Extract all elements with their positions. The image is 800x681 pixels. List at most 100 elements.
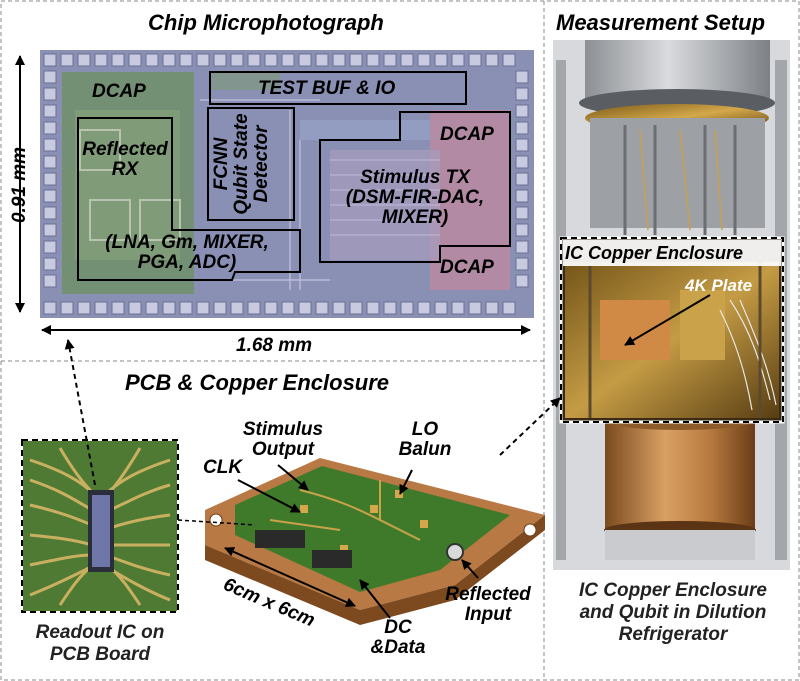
bond-pad bbox=[383, 53, 397, 67]
bond-pad bbox=[60, 53, 74, 67]
chip-block-reflected-rx: Reflected RX bbox=[82, 140, 168, 180]
bond-pad bbox=[162, 301, 176, 315]
bond-pad bbox=[515, 121, 529, 135]
chip-height-dimension: 0.91 mm bbox=[9, 146, 30, 224]
chip-block-test-buf: TEST BUF & IO bbox=[258, 78, 396, 99]
pcb-inset-link bbox=[177, 519, 256, 526]
measurement-caption: IC Copper Enclosure and Qubit in Dilutio… bbox=[553, 580, 793, 646]
stimulus-output-line-2: Output bbox=[251, 439, 315, 460]
bond-pad bbox=[515, 274, 529, 288]
bond-pad bbox=[43, 121, 57, 135]
bond-pad bbox=[366, 53, 380, 67]
bond-pad bbox=[434, 301, 448, 315]
bond-pad bbox=[213, 53, 227, 67]
bond-pad bbox=[515, 87, 529, 101]
fcnn-line-3: Detector bbox=[251, 125, 272, 203]
bond-pad bbox=[247, 301, 261, 315]
chip-die bbox=[40, 50, 534, 318]
bond-pad bbox=[77, 53, 91, 67]
bond-pad bbox=[400, 301, 414, 315]
chip-block-fcnn: FCNN Qubit State Detector bbox=[211, 104, 292, 224]
chip-block-rx-chain: (LNA, Gm, MIXER, PGA, ADC) bbox=[82, 233, 292, 273]
bond-pad bbox=[315, 53, 329, 67]
bond-pad bbox=[128, 53, 142, 67]
bond-pad bbox=[162, 53, 176, 67]
chip-width-dimension: 1.68 mm bbox=[236, 335, 313, 356]
bond-pad bbox=[515, 104, 529, 118]
dc-data-label: DC &Data bbox=[368, 618, 428, 658]
pcb-title: PCB & Copper Enclosure bbox=[125, 370, 390, 395]
bond-pad bbox=[247, 53, 261, 67]
bond-pad bbox=[315, 301, 329, 315]
bond-pad bbox=[94, 53, 108, 67]
chip-block-dcap-top-left: DCAP bbox=[92, 81, 146, 102]
bond-pad bbox=[230, 53, 244, 67]
bond-pad bbox=[43, 274, 57, 288]
bond-pad bbox=[349, 53, 363, 67]
bond-pad bbox=[515, 223, 529, 237]
bond-pad bbox=[515, 138, 529, 152]
bond-pad bbox=[77, 301, 91, 315]
bond-pad bbox=[43, 189, 57, 203]
stimulus-output-label: Stimulus Output bbox=[238, 420, 328, 460]
bond-pad bbox=[349, 301, 363, 315]
bond-pad bbox=[400, 53, 414, 67]
chip-title: Chip Microphotograph bbox=[148, 10, 384, 35]
bond-pad bbox=[417, 53, 431, 67]
measurement-caption-line-2: and Qubit in Dilution bbox=[579, 602, 767, 623]
bond-pad bbox=[515, 70, 529, 84]
bond-pad bbox=[515, 206, 529, 220]
rx-chain-line-1: (LNA, Gm, MIXER, bbox=[105, 232, 269, 253]
bond-pad bbox=[43, 172, 57, 186]
bond-pad bbox=[502, 53, 516, 67]
bond-pad bbox=[230, 301, 244, 315]
reflected-input-label: Reflected Input bbox=[438, 585, 538, 625]
lo-balun-label: LO Balun bbox=[395, 420, 455, 460]
bond-pad bbox=[43, 104, 57, 118]
cross-panel-arrows bbox=[64, 339, 561, 486]
bond-pad bbox=[515, 189, 529, 203]
reflected-rx-line-1: Reflected bbox=[82, 139, 168, 160]
bond-pad bbox=[128, 301, 142, 315]
bond-pad bbox=[43, 70, 57, 84]
reflected-input-line-2: Input bbox=[464, 604, 512, 625]
reflected-rx-line-2: RX bbox=[111, 159, 139, 180]
bond-pad bbox=[43, 301, 57, 315]
readout-caption-line-2: PCB Board bbox=[49, 644, 151, 665]
bond-pad bbox=[417, 301, 431, 315]
rx-chain-line-2: PGA, ADC) bbox=[137, 252, 237, 273]
bond-pad bbox=[94, 301, 108, 315]
bond-pad bbox=[60, 301, 74, 315]
bond-pad bbox=[468, 53, 482, 67]
readout-caption-line-1: Readout IC on bbox=[35, 622, 165, 643]
clk-label: CLK bbox=[203, 457, 243, 478]
enclosure-inset bbox=[559, 236, 785, 424]
readout-pcb-caption: Readout IC on PCB Board bbox=[15, 622, 185, 666]
stimulus-tx-line-1: Stimulus TX bbox=[360, 167, 470, 188]
bond-pad bbox=[179, 53, 193, 67]
readout-pcb-photo bbox=[21, 439, 179, 613]
stimulus-output-line-1: Stimulus bbox=[242, 419, 324, 440]
bond-pad bbox=[515, 257, 529, 271]
chip-bond-pads bbox=[43, 53, 529, 315]
reflected-input-line-1: Reflected bbox=[445, 584, 531, 605]
chip-block-stimulus-tx: Stimulus TX (DSM-FIR-DAC, MIXER) bbox=[330, 168, 500, 228]
bond-pad bbox=[298, 53, 312, 67]
measurement-title: Measurement Setup bbox=[556, 10, 766, 35]
chip-block-dcap-top-right: DCAP bbox=[440, 124, 494, 145]
chip-block-dcap-bottom-right: DCAP bbox=[440, 257, 494, 278]
bond-pad bbox=[515, 172, 529, 186]
bond-pad bbox=[451, 53, 465, 67]
bond-pad bbox=[468, 301, 482, 315]
bond-pad bbox=[43, 87, 57, 101]
bond-pad bbox=[515, 155, 529, 169]
fcnn-line-1: FCNN bbox=[211, 137, 232, 191]
pcb-annotation-arrows bbox=[224, 464, 479, 619]
bond-pad bbox=[196, 301, 210, 315]
bond-pad bbox=[515, 240, 529, 254]
bond-pad bbox=[145, 53, 159, 67]
bond-pad bbox=[196, 53, 210, 67]
lo-balun-line-2: Balun bbox=[398, 439, 452, 460]
